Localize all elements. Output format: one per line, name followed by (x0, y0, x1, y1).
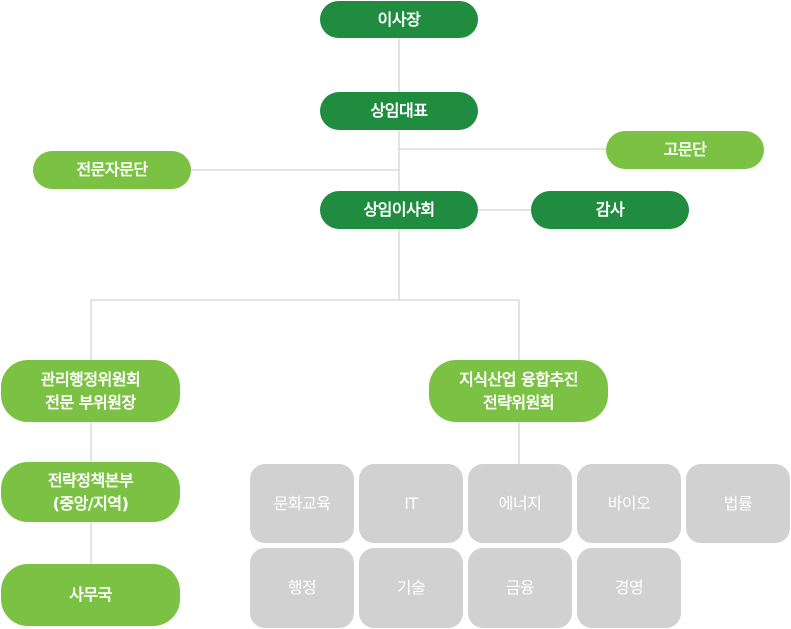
field-management: 경영 (577, 548, 681, 628)
strategy-hq-node: 전략정책본부 (중앙/지역) (1, 462, 180, 522)
ceo-node: 상임대표 (320, 92, 478, 130)
advisory-node: 고문단 (606, 131, 764, 169)
audit-node: 감사 (531, 191, 689, 229)
field-finance: 금융 (468, 548, 572, 628)
field-administration: 행정 (250, 548, 354, 628)
admin-committee-node: 관리행정위원회 전문 부위원장 (1, 360, 180, 422)
field-energy: 에너지 (468, 464, 572, 543)
strategy-committee-node: 지식산업 융합추진 전략위원회 (429, 360, 608, 422)
chairman-node: 이사장 (320, 1, 478, 38)
standing-board-node: 상임이사회 (320, 191, 478, 229)
field-culture-education: 문화교육 (250, 464, 354, 543)
field-law: 법률 (686, 464, 790, 543)
experts-node: 전문자문단 (33, 151, 191, 189)
secretariat-node: 사무국 (1, 564, 180, 626)
field-technology: 기술 (359, 548, 463, 628)
field-bio: 바이오 (577, 464, 681, 543)
field-it: IT (359, 464, 463, 543)
